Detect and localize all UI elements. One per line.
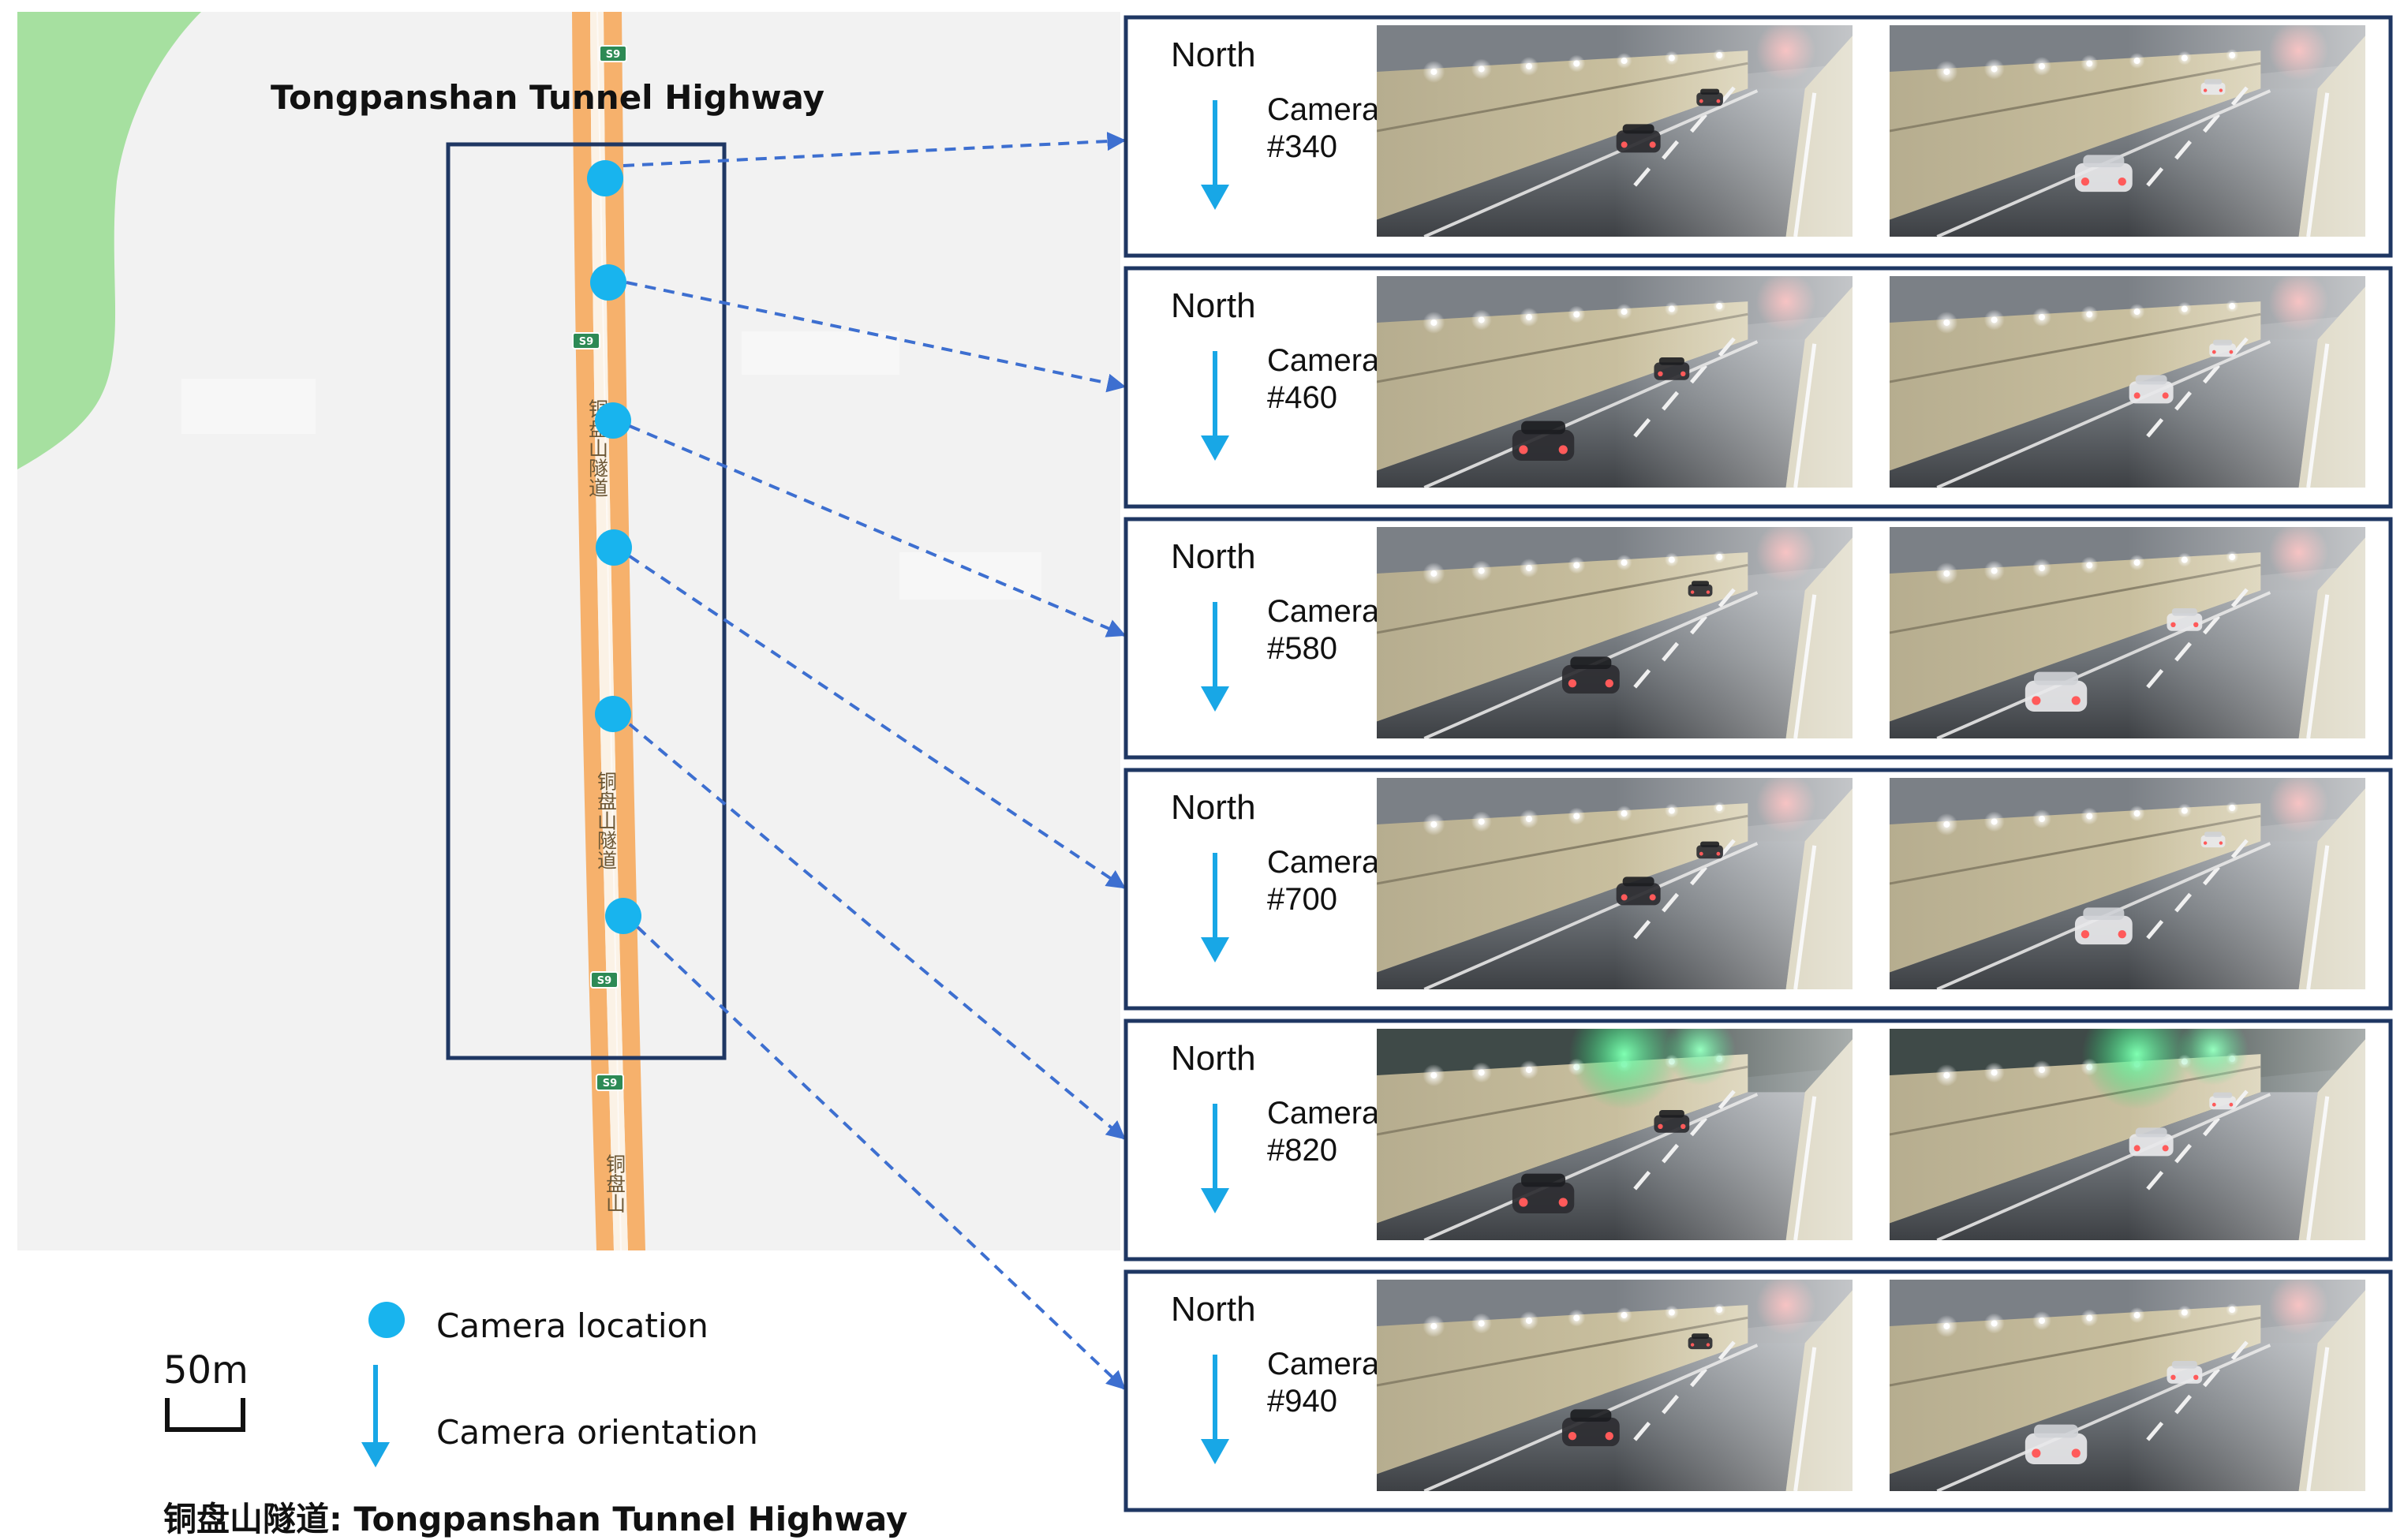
link-camera-940 <box>636 925 1126 1390</box>
camera-dot-940 <box>605 898 641 934</box>
north-label: North <box>1171 788 1256 827</box>
svg-text:S9: S9 <box>606 49 620 61</box>
camera-label: Camera <box>1267 1347 1380 1381</box>
road-shield: S9 <box>572 332 600 349</box>
camera-label: Camera <box>1267 594 1380 629</box>
camera-frame-image <box>1377 527 1853 738</box>
orientation-arrow <box>1201 1104 1229 1213</box>
camera-frame-image <box>1377 1280 1853 1491</box>
legend-camera-dot <box>368 1302 405 1338</box>
highway-road <box>572 11 645 1251</box>
camera-label: Camera <box>1267 845 1380 880</box>
orientation-arrow <box>1201 602 1229 712</box>
map-blur-patch <box>742 331 899 375</box>
svg-text:S9: S9 <box>597 975 611 987</box>
camera-frame-image <box>1890 527 2365 738</box>
translation-note: 铜盘山隧道: Tongpanshan Tunnel Highway <box>163 1500 907 1538</box>
road-shield: S9 <box>599 45 627 62</box>
camera-frame-image <box>1377 276 1853 488</box>
orientation-arrow <box>1201 853 1229 962</box>
camera-dot-340 <box>587 160 623 196</box>
camera-dot-460 <box>590 264 626 301</box>
camera-links <box>622 132 1127 1390</box>
legend: Camera location Camera orientation 50m 铜… <box>163 1302 907 1538</box>
camera-frame-image <box>1890 25 2365 237</box>
road-label-lower: 铜盘山隧道 <box>595 772 618 870</box>
camera-label: Camera <box>1267 92 1380 127</box>
camera-dot-700 <box>596 529 632 566</box>
camera-frame-image <box>1890 1280 2365 1491</box>
legend-camera-location: Camera location <box>436 1306 708 1345</box>
camera-id: #700 <box>1267 882 1337 917</box>
link-camera-340 <box>622 132 1127 167</box>
camera-id: #460 <box>1267 380 1337 415</box>
camera-label: Camera <box>1267 343 1380 378</box>
road-label-bottom: 铜盘山 <box>604 1154 626 1213</box>
north-label: North <box>1171 286 1256 325</box>
legend-camera-orientation: Camera orientation <box>436 1413 758 1452</box>
road-shield: S9 <box>596 1074 624 1091</box>
north-label: North <box>1171 537 1256 576</box>
map-title: Tongpanshan Tunnel Highway <box>271 78 824 117</box>
orientation-arrow <box>1201 100 1229 210</box>
orientation-arrow <box>1201 1355 1229 1464</box>
camera-frame-image <box>1890 276 2365 488</box>
camera-frame-image <box>1377 778 1853 989</box>
orientation-arrow <box>1201 351 1229 461</box>
park-area <box>17 12 201 469</box>
link-camera-460 <box>626 281 1127 393</box>
legend-orientation-arrow <box>361 1365 390 1467</box>
road-shield: S9 <box>590 971 619 989</box>
camera-label: Camera <box>1267 1096 1380 1131</box>
camera-dot-820 <box>595 696 631 732</box>
camera-frame-image <box>1377 1029 1853 1240</box>
camera-frame-image <box>1890 1029 2365 1240</box>
link-camera-700 <box>628 555 1126 889</box>
scale-bar <box>165 1398 245 1432</box>
link-camera-820 <box>628 723 1126 1140</box>
camera-panels: NorthCamera#340NorthCamera#460NorthCamer… <box>1123 15 2393 1512</box>
camera-id: #940 <box>1267 1384 1337 1419</box>
map-area: S9 S9 S9 S9 铜盘山隧道 铜盘山隧道 铜盘山 Tongpanshan … <box>17 11 1120 1251</box>
map-background <box>17 12 1120 1250</box>
north-label: North <box>1171 1290 1256 1329</box>
camera-frame-image <box>1890 778 2365 989</box>
camera-id: #820 <box>1267 1133 1337 1168</box>
map-blur-patch <box>181 379 316 434</box>
svg-text:S9: S9 <box>603 1078 617 1090</box>
north-label: North <box>1171 36 1256 74</box>
camera-dot-580 <box>595 402 631 439</box>
scale-label: 50m <box>163 1348 249 1392</box>
camera-id: #580 <box>1267 631 1337 666</box>
camera-frame-image <box>1377 25 1853 237</box>
study-area-box <box>446 142 727 1060</box>
link-camera-580 <box>629 424 1127 637</box>
north-label: North <box>1171 1039 1256 1078</box>
camera-id: #340 <box>1267 129 1337 164</box>
svg-text:S9: S9 <box>579 336 593 348</box>
